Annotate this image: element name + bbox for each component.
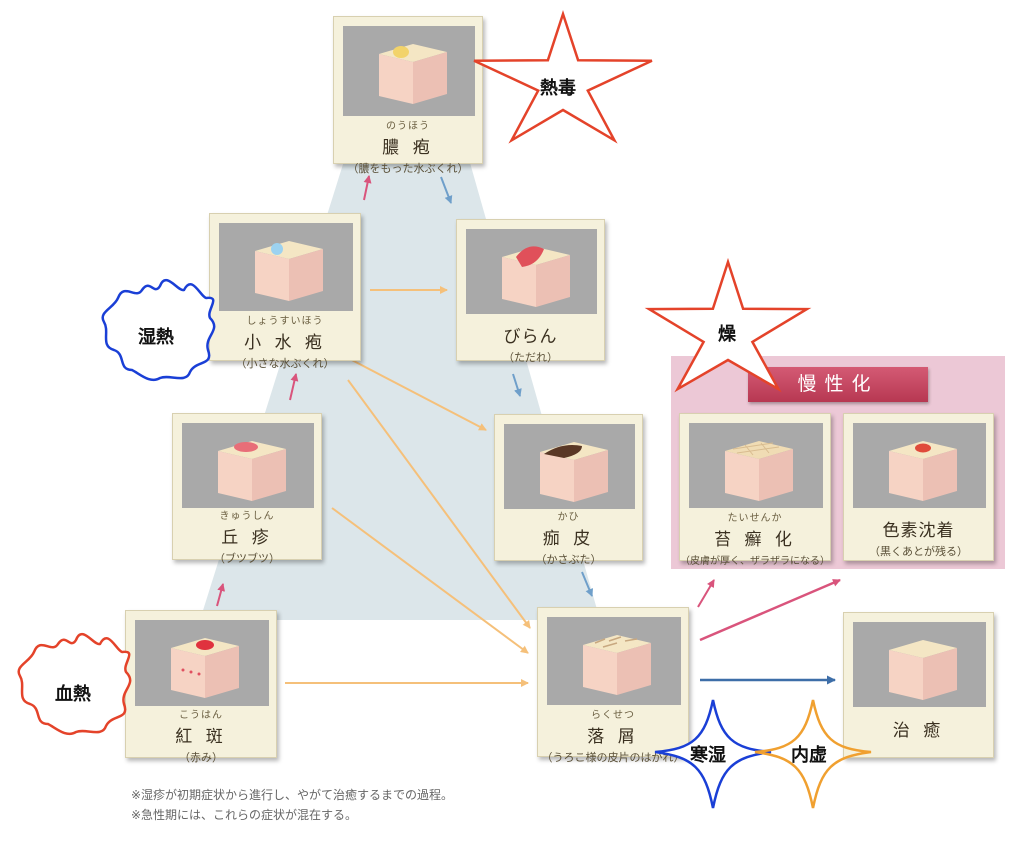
skin-illustration <box>547 617 681 705</box>
arrow-kyuushin-rakusetsu <box>331 507 529 654</box>
footnote: ※急性期には、これらの症状が混在する。 <box>131 808 358 822</box>
star-netsudoku <box>473 9 653 144</box>
label-ketsunetsu: 血熱 <box>55 684 91 705</box>
furigana: かひ <box>557 512 580 523</box>
arrow-shousuihou-rakusetsu <box>347 379 531 629</box>
arrow-kouhan-kyuushin <box>216 583 226 607</box>
skin-illustration <box>343 26 475 116</box>
arrow-kahi-rakusetsu <box>581 571 593 597</box>
card-desc: （小さな水ぶくれ） <box>235 357 335 370</box>
skin-illustration <box>853 423 986 508</box>
blob-ketsunetsu <box>17 632 132 736</box>
chronic-header: 慢性化 <box>748 367 928 402</box>
sparkle-kanshitsu <box>654 699 772 809</box>
card-kahi: かひ 痂 皮 （かさぶた） <box>494 414 643 566</box>
card-title: びらん <box>503 327 558 347</box>
blob-shitsunetsu <box>101 278 216 382</box>
skin-illustration <box>466 229 597 314</box>
skin-illustration <box>182 423 314 508</box>
label-naikyo: 内虚 <box>791 745 827 766</box>
arrow-shousuihou-nouhou <box>363 175 372 201</box>
furigana: きゅうしん <box>219 511 275 522</box>
card-title: 治 癒 <box>892 721 945 741</box>
card-nouhou: のうほう 膿 疱 （膿をもった水ぶくれ） <box>333 16 483 175</box>
card-desc: （うろこ様の皮片のはがれ） <box>541 751 685 764</box>
arrow-biran-kahi <box>512 373 522 397</box>
card-title: 落 屑 <box>587 727 639 747</box>
card-biran: びらん （ただれ） <box>456 219 605 364</box>
skin-illustration <box>135 620 269 706</box>
card-desc: （黒くあとが残る） <box>869 545 968 558</box>
card-desc: （かさぶた） <box>535 553 602 566</box>
card-title: 痂 皮 <box>542 529 595 549</box>
card-title: 膿 疱 <box>382 138 434 158</box>
skin-illustration <box>853 622 986 707</box>
arrow-kyuushin-shousuihou <box>289 373 299 401</box>
arrow-rakusetsu-shikiso <box>699 578 841 642</box>
card-desc: （赤み） <box>179 751 223 764</box>
card-desc: （皮膚が厚く、ザラザラになる） <box>680 556 830 567</box>
card-kouhan: こうはん 紅 斑 （赤み） <box>125 610 277 764</box>
card-chiyu: 治 癒 <box>843 612 994 758</box>
card-title: 小 水 疱 <box>244 333 326 353</box>
card-desc: （ただれ） <box>503 351 558 364</box>
furigana: こうはん <box>179 710 223 721</box>
label-shitsunetsu: 湿熱 <box>138 327 174 348</box>
label-sou: 燥 <box>718 324 736 345</box>
sparkle-naikyo <box>754 699 872 809</box>
card-title: 色素沈着 <box>882 521 955 541</box>
card-shikiso: 色素沈着 （黒くあとが残る） <box>843 413 994 561</box>
furigana: たいせんか <box>727 513 783 524</box>
card-desc: （ブツブツ） <box>214 552 280 565</box>
furigana: しょうすいほう <box>246 316 324 327</box>
arrow-rakusetsu-taisenka <box>697 579 715 608</box>
card-rakusetsu: らくせつ 落 屑 （うろこ様の皮片のはがれ） <box>537 607 689 764</box>
card-shousuihou: しょうすいほう 小 水 疱 （小さな水ぶくれ） <box>209 213 361 370</box>
card-title: 丘 疹 <box>221 528 273 548</box>
label-netsudoku: 熱毒 <box>540 78 576 99</box>
arrow-nouhou-biran <box>440 176 453 204</box>
arrow-shousuihou-kahi <box>347 357 487 431</box>
skin-illustration <box>219 223 353 311</box>
furigana: のうほう <box>386 121 430 132</box>
star-sou <box>644 257 812 393</box>
card-title: 苔 癬 化 <box>714 530 796 550</box>
card-desc: （膿をもった水ぶくれ） <box>347 162 469 175</box>
skin-illustration <box>689 423 823 508</box>
furigana: らくせつ <box>591 710 635 721</box>
card-taisenka: たいせんか 苔 癬 化 （皮膚が厚く、ザラザラになる） <box>679 413 831 567</box>
card-title: 紅 斑 <box>175 727 227 747</box>
skin-illustration <box>504 424 635 509</box>
label-kanshitsu: 寒湿 <box>690 745 726 766</box>
footnote: ※湿疹が初期症状から進行し、やがて治癒するまでの過程。 <box>131 788 454 802</box>
card-kyuushin: きゅうしん 丘 疹 （ブツブツ） <box>172 413 322 565</box>
